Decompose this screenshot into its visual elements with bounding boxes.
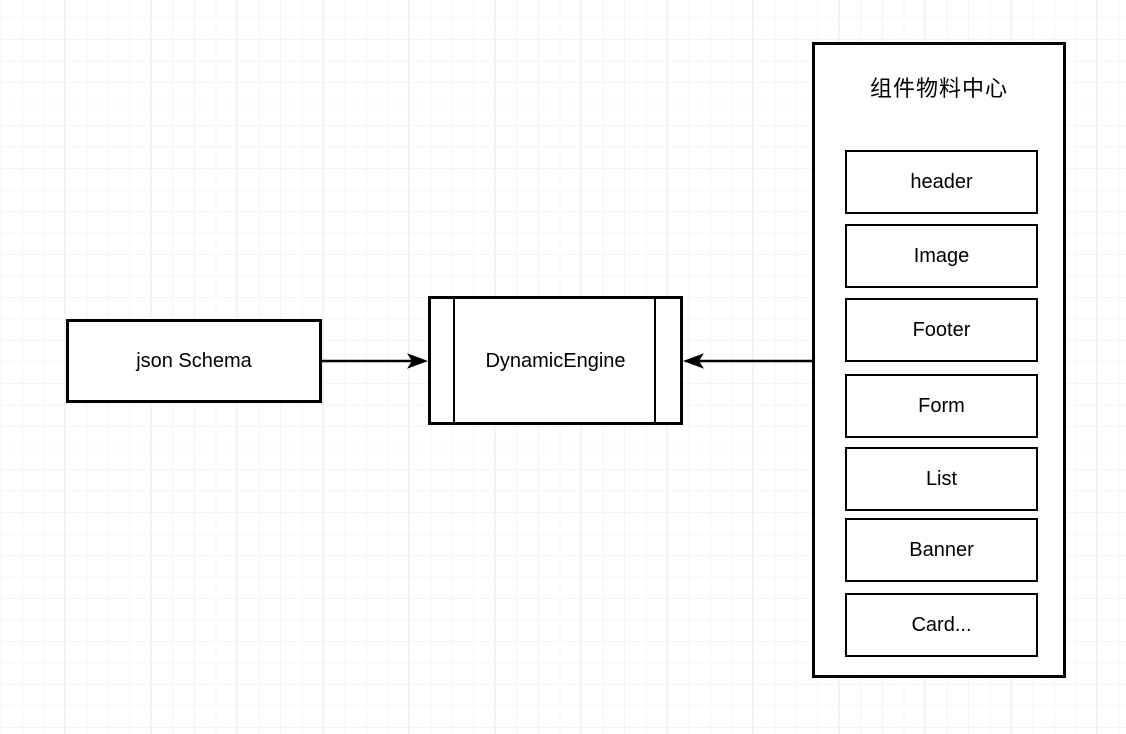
- palette-item-footer: Footer: [845, 298, 1038, 362]
- arrow-schema-to-engine: [322, 353, 428, 369]
- arrowhead-left-icon: [683, 353, 704, 369]
- palette-item-header: header: [845, 150, 1038, 214]
- palette-item-label: Footer: [912, 318, 971, 341]
- palette-item-list: List: [845, 447, 1038, 511]
- node-json-schema-label: json Schema: [136, 350, 252, 372]
- palette-item-label: header: [910, 170, 973, 193]
- arrow-palette-to-engine: [683, 353, 812, 369]
- process-right-bar: [654, 299, 656, 422]
- node-dynamic-engine-label: DynamicEngine: [485, 349, 626, 372]
- palette-item-label: Banner: [909, 538, 974, 561]
- palette-item-image: Image: [845, 224, 1038, 288]
- palette-item-label: List: [925, 467, 958, 490]
- palette-item-card: Card...: [845, 593, 1038, 657]
- palette-item-label: Card...: [911, 613, 972, 636]
- palette-item-label: Form: [918, 394, 965, 417]
- node-json-schema: json Schema: [66, 319, 322, 403]
- palette-item-banner: Banner: [845, 518, 1038, 582]
- palette-container: 组件物料中心 header Image Footer Form List Ban…: [812, 42, 1066, 678]
- palette-title: 组件物料中心: [869, 76, 1008, 101]
- arrowhead-right-icon: [407, 353, 428, 369]
- process-left-bar: [453, 299, 455, 422]
- palette-item-form: Form: [845, 374, 1038, 438]
- palette-item-label: Image: [913, 244, 970, 267]
- node-dynamic-engine: DynamicEngine: [428, 296, 683, 425]
